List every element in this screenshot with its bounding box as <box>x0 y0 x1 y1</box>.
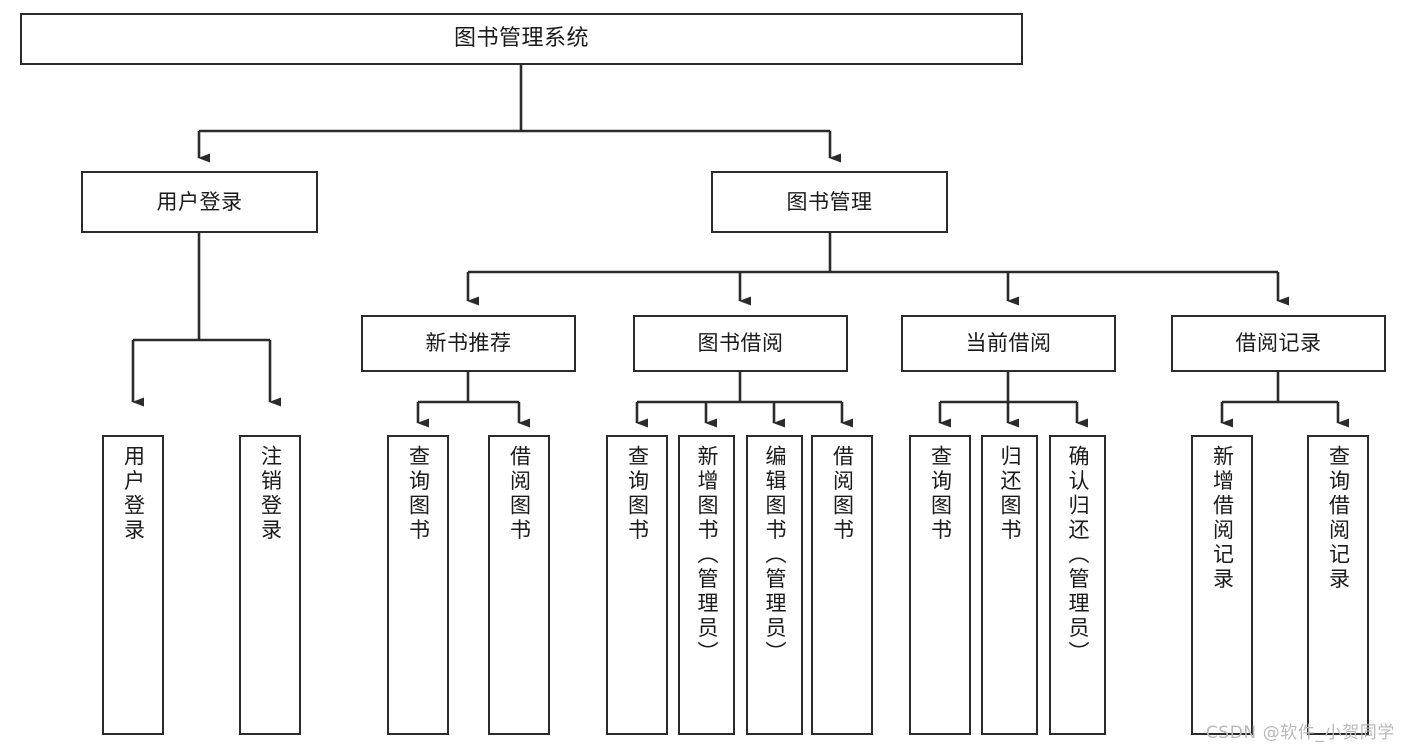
node-leaf-user-logout[interactable]: 注销登录 <box>239 435 301 735</box>
node-leaf-return-book-label: 归还图书 <box>998 445 1022 543</box>
node-borrow-record-label: 借阅记录 <box>1235 331 1322 356</box>
node-leaf-add-record[interactable]: 新增借阅记录 <box>1191 435 1253 735</box>
node-leaf-borrow-book-1[interactable]: 借阅图书 <box>488 435 550 735</box>
node-leaf-add-record-label: 新增借阅记录 <box>1210 445 1235 592</box>
node-book-borrow-label: 图书借阅 <box>697 331 784 356</box>
watermark: CSDN @软件_小贺同学 <box>1205 723 1395 743</box>
node-borrow-record[interactable]: 借阅记录 <box>1171 315 1386 372</box>
node-current-borrow[interactable]: 当前借阅 <box>901 315 1116 372</box>
node-leaf-query-book-1[interactable]: 查询图书 <box>387 435 449 735</box>
node-new-book-recommend-label: 新书推荐 <box>425 331 512 356</box>
node-root-label: 图书管理系统 <box>453 26 589 52</box>
node-leaf-borrow-book-2-label: 借阅图书 <box>830 445 855 543</box>
node-book-borrow[interactable]: 图书借阅 <box>633 315 848 372</box>
node-leaf-query-book-2-label: 查询图书 <box>625 445 650 543</box>
node-leaf-user-logout-label: 注销登录 <box>258 445 283 543</box>
node-leaf-borrow-book-1-label: 借阅图书 <box>507 445 532 543</box>
node-leaf-add-book-label: 新增图书（管理员） <box>695 445 719 666</box>
node-leaf-edit-book-label: 编辑图书（管理员） <box>763 445 787 666</box>
node-leaf-confirm-return[interactable]: 确认归还（管理员） <box>1049 435 1106 735</box>
node-root[interactable]: 图书管理系统 <box>20 13 1023 65</box>
node-leaf-edit-book[interactable]: 编辑图书（管理员） <box>746 435 803 735</box>
node-leaf-confirm-return-label: 确认归还（管理员） <box>1066 445 1090 666</box>
node-new-book-recommend[interactable]: 新书推荐 <box>361 315 576 372</box>
node-book-manage-label: 图书管理 <box>786 189 873 214</box>
node-leaf-user-login-label: 用户登录 <box>121 445 146 543</box>
node-user-login-label: 用户登录 <box>156 189 243 214</box>
node-leaf-query-record-label: 查询借阅记录 <box>1326 445 1351 592</box>
node-current-borrow-label: 当前借阅 <box>965 331 1052 356</box>
node-leaf-borrow-book-2[interactable]: 借阅图书 <box>811 435 873 735</box>
node-leaf-query-book-2[interactable]: 查询图书 <box>606 435 668 735</box>
node-leaf-query-book-3[interactable]: 查询图书 <box>909 435 971 735</box>
node-leaf-query-book-3-label: 查询图书 <box>928 445 953 543</box>
node-user-login[interactable]: 用户登录 <box>81 171 318 233</box>
node-leaf-user-login[interactable]: 用户登录 <box>102 435 164 735</box>
node-leaf-query-record[interactable]: 查询借阅记录 <box>1307 435 1369 735</box>
node-leaf-add-book[interactable]: 新增图书（管理员） <box>678 435 735 735</box>
node-leaf-query-book-1-label: 查询图书 <box>406 445 431 543</box>
node-book-manage[interactable]: 图书管理 <box>711 171 948 233</box>
node-leaf-return-book[interactable]: 归还图书 <box>981 435 1038 735</box>
